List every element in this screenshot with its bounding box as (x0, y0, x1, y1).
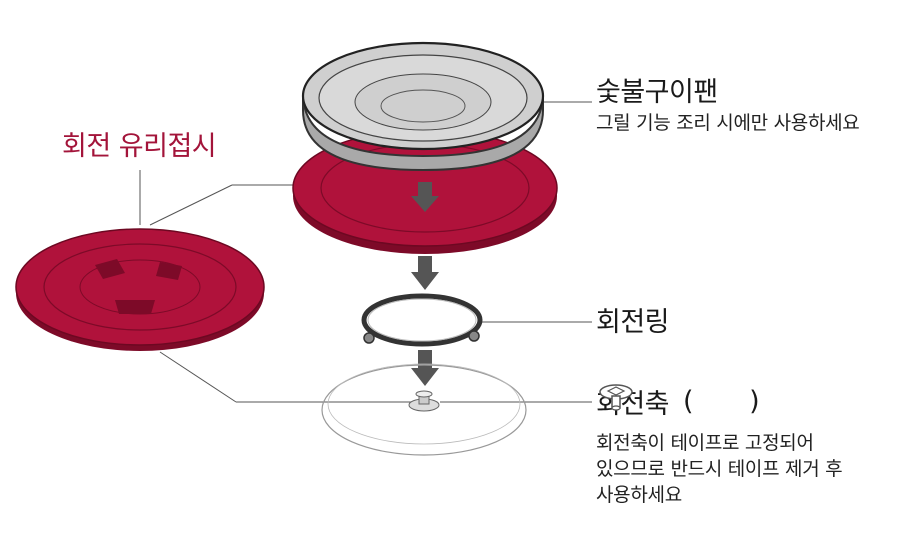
glass-tray-icon (15, 228, 265, 351)
roller-ring-title: 회전링 (596, 307, 670, 338)
coupler-description-line3: 사용하세요 (596, 484, 682, 506)
coupler-paren-close: ) (749, 386, 760, 417)
grill-pan-title: 숯불구이팬 (596, 77, 718, 108)
coupler-icon (408, 390, 440, 412)
down-arrow-icon (411, 182, 439, 212)
roller-ring-icon (361, 293, 483, 347)
grill-pan-description: 그릴 기능 조리 시에만 사용하세요 (596, 112, 860, 134)
coupler-description-line2: 있으므로 반드시 테이프 제거 후 (596, 458, 843, 480)
glass-tray-title: 회전 유리접시 (62, 131, 217, 162)
cavity-floor (321, 363, 527, 456)
coupler-title-row: 회전축 ( ) (596, 382, 760, 421)
coupler-icon (599, 384, 741, 418)
down-arrow-icon (411, 350, 439, 386)
coupler-paren-open: ( (683, 386, 694, 417)
grill-pan-icon (301, 41, 545, 172)
coupler-description-line1: 회전축이 테이프로 고정되어 (596, 432, 814, 454)
down-arrow-icon (411, 256, 439, 290)
